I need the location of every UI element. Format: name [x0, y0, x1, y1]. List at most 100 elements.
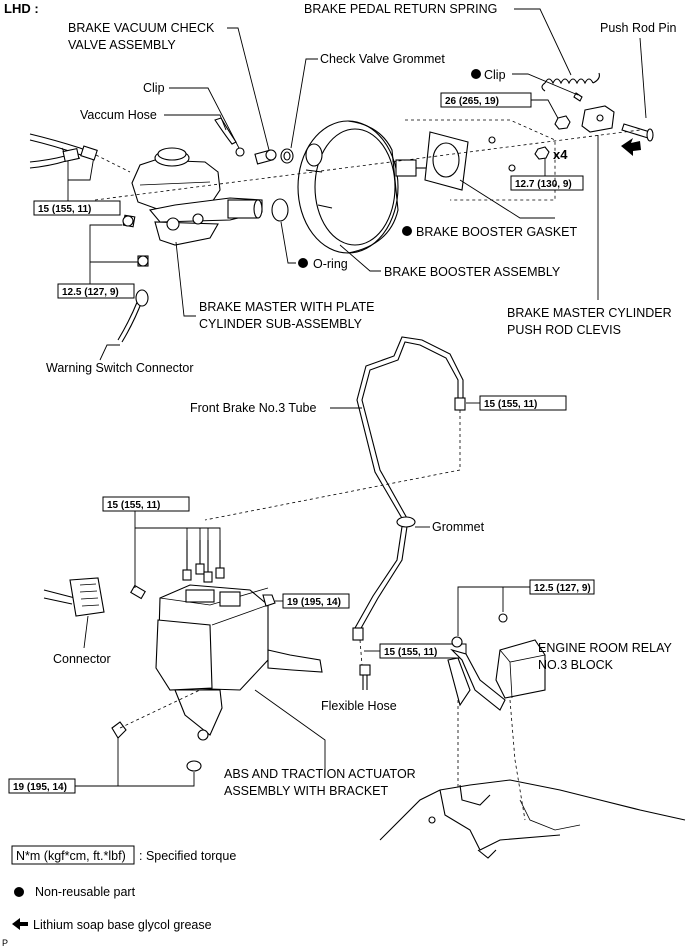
dash-hose: [95, 154, 131, 173]
dash-tube-abs: [204, 410, 461, 521]
legend-torque: N*m (kgf*cm, ft.*lbf) : Specified torque: [11, 845, 236, 865]
grommet-hole: [283, 151, 291, 161]
leader-clip-left: [169, 87, 241, 151]
label-clip-top: Clip: [484, 68, 506, 82]
leader-torque-26: [531, 99, 561, 123]
abs-tube-stubs: [130, 540, 225, 600]
label-x4: x4: [553, 147, 568, 162]
torque-15-abs: 15 (155, 11): [102, 496, 190, 512]
bolt-icon: [137, 255, 149, 267]
flexible-hose-part: [359, 664, 371, 690]
clip-small-part: [235, 147, 245, 157]
bolt-icon: [262, 594, 276, 607]
abs-actuator-part: [155, 584, 323, 741]
flare-nut-icon: [352, 627, 364, 641]
brake-pedal-return-spring-part: [541, 72, 600, 92]
leader-connector: [83, 615, 89, 649]
torque-15-hose-text: 15 (155, 11): [38, 204, 91, 215]
figure-code: P: [2, 938, 8, 948]
front-brake-tube-part: [354, 336, 464, 631]
torque-125-relay: 12.5 (127, 9): [529, 579, 595, 595]
leader-warning: [99, 344, 120, 361]
label-brake-pedal-return-spring: BRAKE PEDAL RETURN SPRING: [304, 2, 497, 16]
brake-master-cylinder: [122, 147, 263, 267]
clip-left-part: [214, 117, 237, 145]
leader-o-ring: [280, 221, 296, 264]
leader-grommet: [290, 58, 318, 149]
label-front-brake-tube: Front Brake No.3 Tube: [190, 401, 317, 415]
label-line-2: NO.3 BLOCK: [538, 658, 614, 672]
vacuum-hose: [29, 133, 98, 169]
label-line-2: CYLINDER SUB-ASSEMBLY: [199, 317, 363, 331]
leader-booster: [339, 244, 381, 272]
hole-icon: [488, 136, 496, 144]
label-brake-booster-gasket: BRAKE BOOSTER GASKET: [416, 225, 578, 239]
nut-icon: [554, 115, 571, 130]
grommet-part: [396, 516, 416, 528]
non-reusable-dot-icon: [471, 69, 481, 79]
push-rod-pin-part: [621, 123, 654, 142]
torque-19-abs-text: 19 (195, 14): [287, 597, 341, 608]
legend-grease: Lithium soap base glycol grease: [33, 918, 212, 932]
leader-torque-125-a: [89, 224, 122, 284]
label-line-2: PUSH ROD CLEVIS: [507, 323, 621, 337]
torque-19-bracket-text: 19 (195, 14): [13, 782, 67, 793]
dash-centerline: [94, 129, 641, 201]
label-push-rod-pin: Push Rod Pin: [600, 21, 676, 35]
non-reusable-dot-icon: [14, 887, 24, 897]
bolt-icon: [111, 721, 127, 739]
torque-19-abs: 19 (195, 14): [282, 593, 350, 609]
torque-26-text: 26 (265, 19): [445, 96, 499, 107]
label-line-1: ENGINE ROOM RELAY: [538, 641, 672, 655]
torque-19-bracket: 19 (195, 14): [8, 778, 76, 794]
label-brake-booster-assembly: BRAKE BOOSTER ASSEMBLY: [384, 265, 561, 279]
leader-push-rod-pin: [639, 37, 647, 119]
nut-icon: [534, 146, 550, 160]
label-vaccum-hose: Vaccum Hose: [80, 108, 157, 122]
torque-127-text: 12.7 (130, 9): [515, 179, 572, 190]
clip-top-part: [573, 92, 583, 102]
leader-torque-19-bracket-a: [75, 738, 119, 787]
o-ring-part: [271, 198, 289, 222]
label-line-1: BRAKE VACUUM CHECK: [68, 21, 215, 35]
label-brake-master-cylinder-clevis: BRAKE MASTER CYLINDER PUSH ROD CLEVIS: [507, 306, 672, 337]
torque-127: 12.7 (130, 9): [510, 175, 584, 191]
label-o-ring: O-ring: [313, 257, 348, 271]
leader-vaccum-hose: [164, 114, 227, 131]
label-brake-vacuum-check-valve: BRAKE VACUUM CHECK VALVE ASSEMBLY: [68, 21, 215, 52]
brake-booster-gasket-part: [424, 131, 469, 191]
leader-gasket: [459, 179, 555, 219]
torque-26: 26 (265, 19): [440, 92, 532, 108]
legend-non-reusable: Non-reusable part: [35, 885, 136, 899]
warning-switch-connector-part: [117, 289, 149, 343]
label-engine-room-relay: ENGINE ROOM RELAY NO.3 BLOCK: [538, 641, 672, 672]
grease-arrow-icon: [621, 138, 641, 156]
label-connector: Connector: [53, 652, 111, 666]
label-brake-master-with-plate: BRAKE MASTER WITH PLATE CYLINDER SUB-ASS…: [199, 300, 375, 331]
leader-torque-abs-b: [135, 527, 221, 540]
label-line-1: BRAKE MASTER WITH PLATE: [199, 300, 375, 314]
label-grommet: Grommet: [432, 520, 485, 534]
dash-flex-hose: [359, 639, 363, 666]
non-reusable-dot-icon: [298, 258, 308, 268]
torque-15-tube-bottom-text: 15 (155, 11): [384, 647, 437, 658]
abs-connector-part: [43, 577, 105, 617]
label-flexible-hose: Flexible Hose: [321, 699, 397, 713]
legend-torque-desc: : Specified torque: [139, 849, 236, 863]
bushing-icon: [186, 760, 202, 772]
torque-15-hose: 15 (155, 11): [33, 200, 121, 216]
leader-clip-top: [512, 73, 579, 96]
label-line-1: BRAKE MASTER CYLINDER: [507, 306, 672, 320]
label-line-2: ASSEMBLY WITH BRACKET: [224, 784, 389, 798]
dash-relay-mount: [457, 699, 526, 821]
label-line-1: ABS AND TRACTION ACTUATOR: [224, 767, 416, 781]
torque-125-master: 12.5 (127, 9): [57, 283, 135, 299]
leader-torque-relay-a: [457, 586, 530, 636]
label-clip-left: Clip: [143, 81, 165, 95]
push-rod-clevis-part: [581, 105, 615, 133]
label-abs-actuator: ABS AND TRACTION ACTUATOR ASSEMBLY WITH …: [224, 767, 416, 798]
label-check-valve-grommet: Check Valve Grommet: [320, 52, 445, 66]
engine-room-relay-part: [447, 613, 546, 711]
leader-master-cylinder: [175, 241, 196, 317]
label-line-2: VALVE ASSEMBLY: [68, 38, 176, 52]
